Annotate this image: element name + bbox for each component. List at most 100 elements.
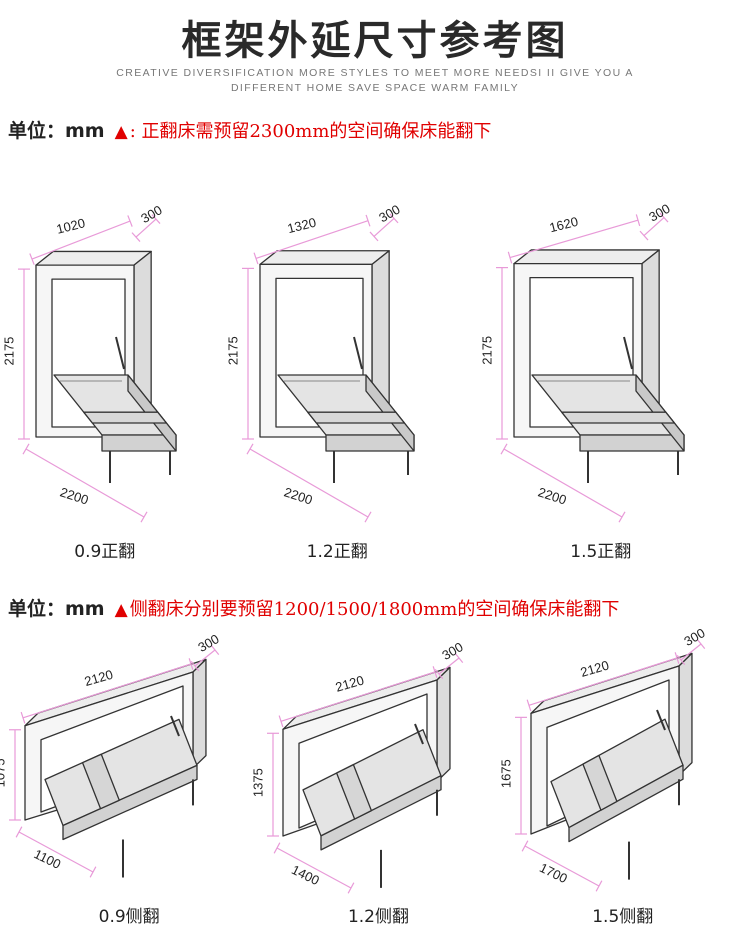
unit-note-vertical: 单位：mm▲: 正翻床需预留2300mm的空间确保床能翻下 xyxy=(8,116,491,143)
dimension-tick xyxy=(659,212,669,223)
height-dimension xyxy=(496,267,508,440)
page-subtitle: CREATIVE DIVERSIFICATION MORE STYLES TO … xyxy=(0,66,750,96)
unit-label: 单位：mm xyxy=(8,598,105,620)
cabinet-side xyxy=(678,652,693,776)
side-bed-2: 2120 300 1375 1400 1.2侧翻 xyxy=(250,639,465,927)
dimension-tick xyxy=(507,251,513,264)
width-label: 2120 xyxy=(579,657,611,679)
lift-strut xyxy=(656,709,666,731)
depth-dimension xyxy=(676,638,706,666)
depth-label: 300 xyxy=(439,639,465,663)
depth-label: 300 xyxy=(646,201,672,225)
dimension-tick xyxy=(278,715,284,728)
dimension-tick xyxy=(454,652,464,664)
depth-dimension xyxy=(434,652,464,680)
height-dimension xyxy=(515,716,527,835)
dimension-tick xyxy=(188,658,194,670)
dimension-tick xyxy=(246,443,254,455)
bed-caption: 1.5侧翻 xyxy=(592,907,653,927)
dimension-tick xyxy=(210,644,220,656)
cabinet-top xyxy=(513,249,660,265)
bed-mattress-side xyxy=(579,434,685,452)
dimension-tick xyxy=(389,213,399,224)
dimension-line xyxy=(524,845,600,887)
dimension-line xyxy=(249,448,369,518)
dimension-line xyxy=(438,657,460,675)
lift-strut xyxy=(115,336,125,370)
clearance-note: : 正翻床需预留2300mm的空间确保床能翻下 xyxy=(129,121,492,142)
warning-triangle-icon: ▲ xyxy=(114,122,128,142)
depth-label: 300 xyxy=(681,625,707,649)
lift-strut xyxy=(414,723,424,745)
length-dimension xyxy=(22,443,148,523)
length-dimension xyxy=(521,840,603,892)
dimension-line xyxy=(509,219,639,259)
width-label: 2120 xyxy=(334,672,366,694)
width-dimension xyxy=(29,215,133,265)
dimension-line xyxy=(276,847,352,889)
dimension-line xyxy=(194,649,216,667)
clearance-note: 侧翻床分别要预留1200/1500/1800mm的空间确保床能翻下 xyxy=(129,599,620,620)
dimension-tick xyxy=(526,699,532,712)
dimension-tick xyxy=(434,668,444,680)
subtitle-line-1: CREATIVE DIVERSIFICATION MORE STYLES TO … xyxy=(116,67,634,79)
bed-caption: 0.9正翻 xyxy=(74,542,135,562)
width-dimension xyxy=(20,658,194,724)
subtitle-line-2: DIFFERENT HOME SAVE SPACE WARM FAMILY xyxy=(230,82,520,94)
width-label: 1020 xyxy=(55,215,87,237)
dimension-tick xyxy=(22,443,30,455)
dimension-tick xyxy=(364,511,372,523)
dimension-line xyxy=(528,657,678,706)
depth-dimension xyxy=(369,213,399,242)
dimension-tick xyxy=(635,214,641,227)
length-dimension xyxy=(15,826,97,878)
dimension-tick xyxy=(595,880,603,892)
cabinet-top xyxy=(35,250,152,266)
height-label: 1375 xyxy=(250,768,265,797)
length-label: 2200 xyxy=(58,484,90,507)
width-label: 1620 xyxy=(548,214,580,236)
height-dimension xyxy=(242,267,254,440)
height-label: 2175 xyxy=(479,336,494,365)
length-dimension xyxy=(500,443,626,523)
length-label: 1700 xyxy=(537,860,570,886)
dimension-line xyxy=(280,671,436,722)
dimension-line xyxy=(680,643,702,661)
bed-mattress-side xyxy=(320,775,442,851)
length-label: 1100 xyxy=(32,846,64,872)
height-label: 1075 xyxy=(0,758,7,787)
depth-label: 300 xyxy=(195,631,221,655)
bed-caption: 1.2侧翻 xyxy=(348,907,409,927)
length-dimension xyxy=(246,443,372,523)
dimension-tick xyxy=(131,232,141,242)
length-label: 2200 xyxy=(282,484,314,507)
unit-note-side: 单位：mm▲侧翻床分别要预留1200/1500/1800mm的空间确保床能翻下 xyxy=(8,594,619,621)
lift-strut xyxy=(353,336,363,370)
bed-blanket xyxy=(335,763,373,820)
depth-dimension xyxy=(131,214,161,242)
dimension-line xyxy=(373,217,395,237)
height-dimension xyxy=(9,729,21,821)
height-label: 2175 xyxy=(225,336,240,365)
lift-strut xyxy=(623,336,633,370)
dimension-tick xyxy=(432,666,438,678)
dimension-tick xyxy=(500,443,508,455)
length-label: 2200 xyxy=(536,484,568,507)
page-title: 框架外延尺寸参考图 xyxy=(181,18,569,64)
dimension-tick xyxy=(521,840,529,852)
bed-blanket xyxy=(307,411,406,424)
dimension-tick xyxy=(253,252,259,265)
dimension-line xyxy=(135,218,157,238)
length-label: 1400 xyxy=(289,862,322,888)
dimension-tick xyxy=(676,654,686,666)
dimension-tick xyxy=(15,826,23,838)
depth-dimension xyxy=(190,644,220,672)
dimension-line xyxy=(643,217,665,237)
depth-dimension xyxy=(639,212,669,241)
dimension-line xyxy=(25,448,145,518)
